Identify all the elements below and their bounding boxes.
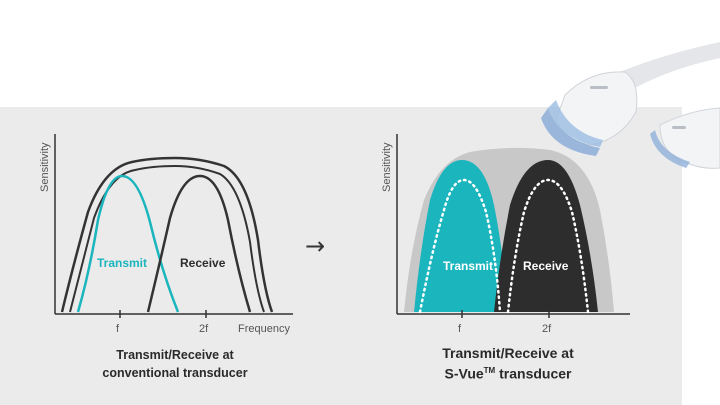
left-caption-line1: Transmit/Receive at — [116, 348, 234, 362]
left-tick-label-f: f — [116, 323, 120, 335]
left-y-axis-label: Sensitivity — [39, 142, 51, 192]
left-transmit-label: Transmit — [97, 256, 147, 270]
left-envelope-inner — [69, 164, 265, 313]
left-x-axis-label: Frequency — [238, 323, 290, 335]
right-caption-brand: S-Vue — [444, 365, 484, 382]
right-caption: Transmit/Receive at S-VueTM transducer — [388, 344, 628, 383]
right-tick-label-f: f — [458, 323, 462, 335]
right-y-axis-label: Sensitivity — [381, 142, 393, 192]
ultrasound-probe-secondary-icon — [650, 107, 720, 169]
right-tick-label-2f: 2f — [542, 323, 552, 335]
right-arrow-icon: → — [305, 232, 325, 260]
left-caption: Transmit/Receive at conventional transdu… — [60, 346, 290, 382]
trademark-mark: TM — [483, 366, 496, 375]
left-receive-curve — [146, 174, 252, 313]
left-diagram: Sensitivity Frequency Transmit Receive f… — [39, 134, 293, 335]
right-caption-line1: Transmit/Receive at — [442, 345, 574, 361]
left-tick-label-2f: 2f — [199, 323, 209, 335]
right-receive-dotted — [506, 178, 590, 314]
right-diagram: Sensitivity Transmit Receive f 2f — [381, 134, 630, 335]
right-caption-suffix: transducer — [495, 365, 572, 382]
right-transmit-lobe — [414, 160, 508, 312]
right-receive-lobe — [494, 160, 598, 312]
left-transmit-curve — [76, 174, 180, 313]
left-receive-label: Receive — [180, 256, 226, 270]
right-receive-label: Receive — [523, 259, 569, 273]
left-envelope-outer — [60, 156, 274, 313]
left-caption-line2: conventional transducer — [102, 366, 248, 380]
right-caption-line2: S-VueTM transducer — [388, 362, 628, 383]
right-transmit-dotted — [418, 178, 502, 314]
right-transmit-label: Transmit — [443, 259, 493, 273]
ultrasound-probe-icon — [541, 42, 720, 156]
